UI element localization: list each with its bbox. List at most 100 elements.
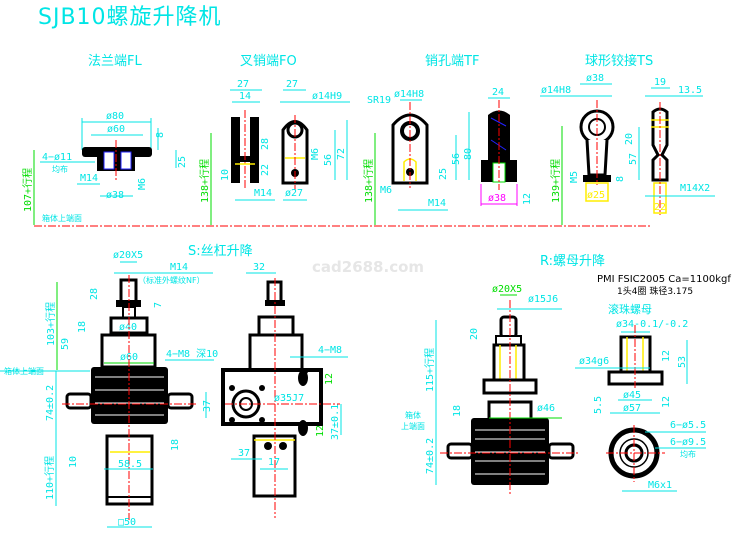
dim-s-37-01: 37±0.1 (330, 404, 341, 440)
dim-s-12b: 12 (315, 425, 326, 437)
dim-ts-m5: M5 (569, 171, 580, 183)
dim-s-12a: 12 (324, 373, 335, 385)
dim-r-travel: 115+行程 (423, 348, 436, 392)
dim-tf-m14: M14 (428, 198, 446, 209)
end-type-label-tf: 销孔端TF (425, 54, 479, 69)
dim-fl-d60: ø60 (107, 124, 125, 135)
end-type-label-ts: 球形铰接TS (585, 53, 653, 69)
dim-fo-28: 28 (260, 138, 271, 150)
clevis-end-fo-drawing: 27 14 28 22 10 M14 27 ø14H9 M6 56 72 ø27… (192, 79, 360, 227)
dim-s-4m8-depth: 4−M8 深10 (166, 348, 218, 360)
dim-ts-19: 19 (654, 77, 666, 88)
dim-fl-travel: 107+行程 (21, 168, 34, 212)
dim-ts-d14h8: ø14H8 (541, 85, 571, 96)
dim-fl-d38: ø38 (106, 190, 124, 201)
label-fl-box-top: 箱体上端面 (42, 213, 82, 223)
dim-s-37-bottom: 37 (238, 448, 250, 459)
r-nut-label: 滚珠螺母 (608, 302, 652, 316)
dim-ts-22: 22 (654, 202, 666, 213)
end-type-label-fo: 叉销端FO (240, 54, 297, 69)
dim-s-28: 28 (89, 288, 100, 300)
dim-fl-25: 25 (177, 156, 188, 168)
dim-s-square50: □50 (118, 517, 136, 528)
dim-s-d60: ø60 (120, 352, 138, 363)
dim-r-18: 18 (452, 405, 463, 417)
dim-s-74: 74±0.2 (45, 385, 56, 421)
dim-nut-d34g6: ø34g6 (579, 356, 609, 367)
dim-ts-travel: 139+行程 (549, 159, 562, 203)
dim-fl-uniform: 均布 (52, 164, 68, 174)
dim-nut-6x9-5: 6−ø9.5 (670, 437, 706, 448)
dim-ts-d25: ø25 (587, 190, 605, 201)
dim-fo-d14h9: ø14H9 (312, 91, 342, 102)
r-section-label: R:螺母升降 (540, 254, 605, 269)
dim-nut-m6x1: M6x1 (648, 480, 672, 491)
dim-tf-sr19: SR19 (367, 95, 391, 106)
dim-ts-d38: ø38 (586, 73, 604, 84)
dim-s-10: 10 (68, 456, 79, 468)
dim-fl-m6: M6 (137, 178, 148, 190)
dim-fl-m14: M14 (80, 173, 98, 184)
dim-s-7: 7 (153, 302, 164, 308)
dim-fo-10: 10 (220, 169, 231, 181)
dim-fo-72: 72 (336, 148, 347, 160)
dim-s-18: 18 (77, 321, 88, 333)
dim-s-59: 59 (60, 338, 71, 350)
dim-r-74: 74±0.2 (425, 438, 436, 474)
dim-nut-12: 12 (661, 350, 672, 362)
dim-s-thread-note: （标准外螺纹NF） (138, 275, 205, 285)
dim-tf-d14h8: ø14H8 (394, 89, 424, 100)
dim-nut-12b: 12 (661, 396, 672, 408)
dim-ts-57: 57 (628, 153, 639, 165)
dim-s-58-5: 58.5 (118, 459, 142, 470)
dim-fo-m6: M6 (310, 148, 321, 160)
dim-fo-m14: M14 (254, 188, 272, 199)
dim-fl-4x11: 4−ø11 (42, 152, 72, 163)
dim-s-4m8: 4−M8 (318, 345, 342, 356)
dim-fo-56: 56 (323, 154, 334, 166)
dim-s-17: 17 (268, 457, 280, 468)
dim-fo-14: 14 (239, 91, 251, 102)
dim-fo-22: 22 (260, 164, 271, 176)
dim-tf-12: 12 (522, 193, 533, 205)
ball-nut-detail: ø34-0.1/-0.2 ø34g6 12 53 5.5 ø45 ø57 12 … (575, 319, 706, 492)
dim-s-32: 32 (253, 262, 265, 273)
dim-fo-travel: 138+行程 (198, 159, 211, 203)
dim-nut-5-5: 5.5 (593, 396, 604, 414)
dim-s-d20x5: ø20X5 (113, 250, 143, 261)
dim-r-d15j6: ø15J6 (528, 294, 558, 305)
dim-fo-27a: 27 (237, 79, 249, 90)
dim-s-37-side: 37 (202, 400, 213, 412)
dim-nut-d45: ø45 (623, 390, 641, 401)
dim-ts-20: 20 (624, 133, 635, 145)
dim-fl-d80: ø80 (106, 111, 124, 122)
dim-tf-25: 25 (438, 168, 449, 180)
dim-r-d46: ø46 (537, 403, 555, 414)
r-spec-line2: 1头4圈 珠径3.175 (617, 285, 693, 297)
dim-s-travel-top: 103+行程 (44, 302, 57, 346)
dim-nut-d57: ø57 (623, 403, 641, 414)
label-r-top-face: 上端面 (401, 421, 425, 431)
dim-fl-8: 8 (155, 132, 166, 138)
dim-nut-53: 53 (677, 356, 688, 368)
ball-joint-end-ts-drawing: ø38 ø14H8 ø25 20 57 M5 8 139+行程 19 13.5 … (540, 73, 715, 227)
pin-hole-end-tf-drawing: ø14H8 SR19 25 56 80 M6 M14 138+行程 24 ø38… (360, 87, 540, 227)
dim-r-20: 20 (469, 328, 480, 340)
dim-ts-13-5: 13.5 (678, 85, 702, 96)
dim-s-m14: M14 (170, 262, 188, 273)
dim-ts-m14x2: M14X2 (680, 183, 710, 194)
dim-s-d40: ø40 (119, 322, 137, 333)
dim-r-d20x5: ø20X5 (492, 284, 522, 295)
dim-s-travel-bottom: 110+行程 (43, 456, 56, 500)
dim-nut-6x5-5: 6−ø5.5 (670, 420, 706, 431)
dim-nut-uniform: 均布 (680, 449, 696, 459)
flange-end-fl-drawing: ø80 ø60 8 25 4−ø11 均布 M14 ø38 M6 107+行程 … (21, 111, 190, 227)
nut-lift-front-view: ø20X5 ø15J6 20 115+行程 18 ø46 箱体 上端面 74±0… (401, 284, 580, 495)
dim-nut-d34: ø34-0.1/-0.2 (616, 319, 688, 330)
dim-fo-d27: ø27 (285, 188, 303, 199)
screw-lift-side-view: 32 4−M8 12 ø35J7 37±0.1 12 37 37 17 (202, 262, 348, 518)
dim-ts-8: 8 (615, 176, 626, 182)
label-r-box: 箱体 (405, 410, 421, 420)
dim-s-d35j7: ø35J7 (274, 393, 304, 404)
r-spec-line1: PMI FSIC2005 Ca=1100kgf (597, 274, 731, 285)
